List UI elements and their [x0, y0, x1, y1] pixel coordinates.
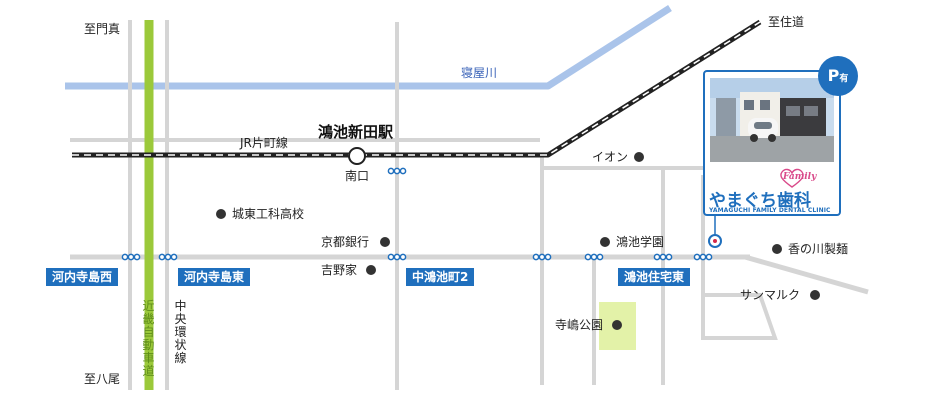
bus-marker-nakakonoike	[387, 253, 407, 261]
heart-icon	[780, 168, 804, 188]
bus-stop-nakakonoike: 中鴻池町2	[406, 268, 475, 286]
bus-marker-kawachi-west	[121, 253, 141, 261]
landmark-joto-high-label: 城東工科高校	[232, 207, 305, 221]
landmark-kyoto-bank-dot	[380, 237, 390, 247]
direction-northeast: 至住道	[768, 15, 805, 29]
station-exit-label: 南口	[345, 169, 370, 183]
bus-marker-kawachi-east	[158, 253, 178, 261]
landmark-aeon-label: イオン	[592, 150, 629, 164]
landmark-terashima-park-dot	[612, 320, 622, 330]
bus-marker-mid-a	[532, 253, 552, 261]
landmark-aeon-dot	[634, 152, 644, 162]
river-line	[65, 5, 672, 90]
railway-line-dash	[72, 21, 761, 156]
bus-stop-kawachi-west: 河内寺島西	[46, 268, 119, 286]
landmark-sunmarc-label: サンマルク	[740, 288, 801, 302]
landmark-konoike-gakuen-dot	[600, 237, 610, 247]
bus-stop-markers	[121, 167, 713, 261]
landmark-kaori-noodle-dot	[772, 244, 782, 254]
clinic-location-marker[interactable]	[708, 234, 722, 248]
bus-stop-konoike-jutaku: 鴻池住宅東	[618, 268, 691, 286]
bus-marker-mid-b	[584, 253, 604, 261]
landmark-kaori-noodle-label: 香の川製麺	[788, 242, 849, 256]
bus-marker-mid-c	[653, 253, 673, 261]
parking-badge: P有	[818, 56, 858, 96]
bus-marker-station-south	[387, 167, 407, 175]
bus-marker-konoike-jutaku	[693, 253, 713, 261]
station-name: 鴻池新田駅	[318, 123, 394, 141]
landmark-sunmarc-dot	[810, 290, 820, 300]
landmark-konoike-gakuen-label: 鴻池学園	[616, 235, 665, 249]
expressway-label: 近畿自動車道	[142, 299, 155, 378]
landmark-yoshinoya-label: 吉野家	[321, 263, 358, 277]
clinic-photo-illustration	[710, 78, 834, 162]
landmark-kyoto-bank-label: 京都銀行	[321, 235, 370, 249]
bus-stop-kawachi-east: 河内寺島東	[178, 268, 251, 286]
direction-north-left: 至門真	[84, 22, 121, 36]
clinic-name: やまぐち歯科	[709, 191, 811, 211]
road-east-angle	[703, 293, 778, 340]
parking-note: 有	[839, 74, 849, 84]
family-mark: Family	[783, 172, 817, 182]
clinic-photo	[710, 78, 834, 162]
landmark-yoshinoya-dot	[366, 265, 376, 275]
clinic-name-en: YAMAGUCHI FAMILY DENTAL CLINIC	[709, 207, 831, 214]
landmark-joto-high-dot	[216, 209, 226, 219]
station-icon	[348, 147, 366, 165]
landmark-terashima-park-label: 寺嶋公園	[555, 318, 604, 332]
direction-south-left: 至八尾	[84, 372, 121, 386]
railway-line-label: JR片町線	[240, 136, 288, 150]
clinic-card[interactable]: Family やまぐち歯科 YAMAGUCHI FAMILY DENTAL CL…	[703, 70, 841, 216]
chuo-kanjo-label: 中央環状線	[174, 299, 187, 365]
river-label: 寝屋川	[461, 66, 498, 80]
road-main-east	[744, 254, 869, 295]
parking-icon: P	[827, 66, 840, 85]
